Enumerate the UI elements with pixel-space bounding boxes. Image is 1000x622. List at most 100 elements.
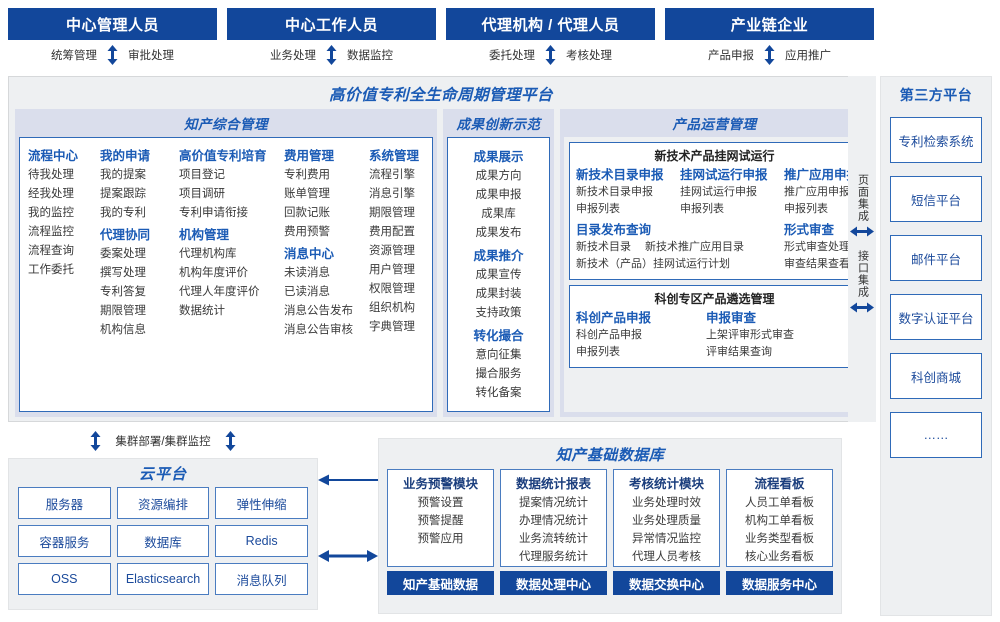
menu-item[interactable]: 期限管理	[369, 207, 415, 219]
third-party-item-0[interactable]: 专利检索系统	[890, 117, 982, 163]
menu-item[interactable]: 提案跟踪	[100, 188, 146, 200]
third-party-item-5[interactable]: ……	[890, 412, 982, 458]
cloud-cell-3[interactable]: 容器服务	[18, 525, 111, 557]
product-item[interactable]: 评审结果查询	[705, 346, 772, 358]
menu-item[interactable]: 代理机构库	[179, 248, 237, 260]
menu-item[interactable]: 成果申报	[475, 189, 522, 201]
menu-item[interactable]: 权限管理	[369, 283, 415, 295]
menu-item[interactable]: 成果封装	[475, 288, 522, 300]
menu-item[interactable]: 意向征集	[475, 349, 522, 361]
product-item[interactable]: 新技术推广应用目录	[644, 241, 744, 253]
database-footer[interactable]: 数据交换中心	[613, 571, 720, 595]
menu-item[interactable]: 字典管理	[369, 321, 415, 333]
product-item[interactable]: 挂网试运行申报	[679, 186, 757, 198]
cloud-cell-0[interactable]: 服务器	[18, 487, 111, 519]
menu-item[interactable]: 机构年度评价	[179, 267, 248, 279]
product-item[interactable]: 新技术目录	[575, 241, 631, 253]
product-item[interactable]: 科创产品申报	[575, 329, 642, 341]
database-item[interactable]: 业务类型看板	[745, 533, 814, 545]
cloud-platform-title: 云平台	[138, 466, 187, 483]
menu-item[interactable]: 组织机构	[369, 302, 415, 314]
database-item[interactable]: 办理情况统计	[519, 515, 588, 527]
menu-item[interactable]: 用户管理	[369, 264, 415, 276]
menu-item[interactable]: 专利申请衔接	[179, 207, 248, 219]
menu-item[interactable]: 待我处理	[28, 169, 74, 181]
menu-item[interactable]: 期限管理	[100, 305, 146, 317]
database-item[interactable]: 业务处理质量	[632, 515, 701, 527]
menu-item[interactable]: 消息公告审核	[284, 324, 353, 336]
menu-item[interactable]: 成果宣传	[475, 269, 522, 281]
cloud-cell-7[interactable]: Elasticsearch	[116, 563, 210, 595]
database-item[interactable]: 核心业务看板	[745, 551, 814, 563]
database-item[interactable]: 提案情况统计	[519, 497, 588, 509]
menu-item[interactable]: 转化备案	[475, 387, 522, 399]
cloud-cell-6[interactable]: OSS	[18, 563, 111, 595]
menu-item[interactable]: 消息公告发布	[284, 305, 353, 317]
database-item[interactable]: 业务处理时效	[632, 497, 701, 509]
cloud-cell-8[interactable]: 消息队列	[215, 563, 308, 595]
menu-item[interactable]: 消息引擎	[369, 188, 415, 200]
menu-item[interactable]: 资源管理	[369, 245, 415, 257]
menu-item[interactable]: 代理人年度评价	[179, 286, 260, 298]
menu-item[interactable]: 费用配置	[369, 226, 415, 238]
menu-item[interactable]: 我的提案	[100, 169, 146, 181]
menu-item[interactable]: 流程引擎	[369, 169, 415, 181]
cloud-cell-4[interactable]: 数据库	[116, 525, 210, 557]
menu-item[interactable]: 成果发布	[475, 227, 522, 239]
database-footer[interactable]: 数据服务中心	[726, 571, 833, 595]
database-item[interactable]: 预警应用	[417, 533, 464, 545]
product-item[interactable]: 新技术（产品）挂网试运行计划	[575, 258, 730, 270]
product-item[interactable]: 推广应用申报	[783, 186, 850, 198]
menu-item[interactable]: 数据统计	[179, 305, 225, 317]
cloud-cell-5[interactable]: Redis	[215, 525, 308, 557]
third-party-item-3[interactable]: 数字认证平台	[890, 294, 982, 340]
menu-item[interactable]: 撰写处理	[100, 267, 146, 279]
menu-item[interactable]: 账单管理	[284, 188, 330, 200]
product-item[interactable]: 申报列表	[575, 346, 620, 358]
menu-item[interactable]: 项目登记	[179, 169, 225, 181]
menu-item[interactable]: 流程查询	[28, 245, 74, 257]
menu-item[interactable]: 已读消息	[284, 286, 330, 298]
database-footer[interactable]: 知产基础数据	[387, 571, 494, 595]
menu-item[interactable]: 机构信息	[100, 324, 146, 336]
menu-item[interactable]: 费用预警	[284, 226, 330, 238]
cloud-cell-1[interactable]: 资源编排	[116, 487, 210, 519]
product-item[interactable]: 形式审查处理	[783, 241, 850, 253]
third-party-title: 第三方平台	[899, 87, 973, 103]
third-party-item-4[interactable]: 科创商城	[890, 353, 982, 399]
menu-item[interactable]: 未读消息	[284, 267, 330, 279]
third-party-item-1[interactable]: 短信平台	[890, 176, 982, 222]
third-party-item-2[interactable]: 邮件平台	[890, 235, 982, 281]
database-item[interactable]: 异常情况监控	[632, 533, 701, 545]
database-item[interactable]: 代理人员考核	[632, 551, 701, 563]
menu-item[interactable]: 我的专利	[100, 207, 146, 219]
menu-item[interactable]: 委案处理	[100, 248, 146, 260]
database-item[interactable]: 业务流转统计	[519, 533, 588, 545]
menu-item[interactable]: 我的监控	[28, 207, 74, 219]
product-item[interactable]: 审查结果查看	[783, 258, 850, 270]
menu-item[interactable]: 成果方向	[475, 170, 522, 182]
database-item[interactable]: 预警提醒	[417, 515, 464, 527]
product-item[interactable]: 上架评审形式审查	[705, 329, 794, 341]
menu-item[interactable]: 工作委托	[28, 264, 74, 276]
database-item[interactable]: 人员工单看板	[745, 497, 814, 509]
menu-item[interactable]: 流程监控	[28, 226, 74, 238]
product-item[interactable]: 新技术目录申报	[575, 186, 653, 198]
database-item[interactable]: 代理服务统计	[519, 551, 588, 563]
up-down-arrow-icon	[225, 431, 236, 451]
menu-item[interactable]: 项目调研	[179, 188, 225, 200]
database-footer[interactable]: 数据处理中心	[500, 571, 607, 595]
database-item[interactable]: 预警设置	[417, 497, 464, 509]
menu-item[interactable]: 支持政策	[475, 307, 522, 319]
database-item[interactable]: 机构工单看板	[745, 515, 814, 527]
product-item[interactable]: 申报列表	[575, 203, 620, 215]
menu-item[interactable]: 经我处理	[28, 188, 74, 200]
menu-item[interactable]: 专利费用	[284, 169, 330, 181]
menu-item[interactable]: 成果库	[481, 208, 516, 220]
cloud-cell-2[interactable]: 弹性伸缩	[215, 487, 308, 519]
product-item[interactable]: 申报列表	[783, 203, 828, 215]
menu-item[interactable]: 撮合服务	[475, 368, 522, 380]
menu-item[interactable]: 回款记账	[284, 207, 330, 219]
product-item[interactable]: 申报列表	[679, 203, 724, 215]
menu-item[interactable]: 专利答复	[100, 286, 146, 298]
